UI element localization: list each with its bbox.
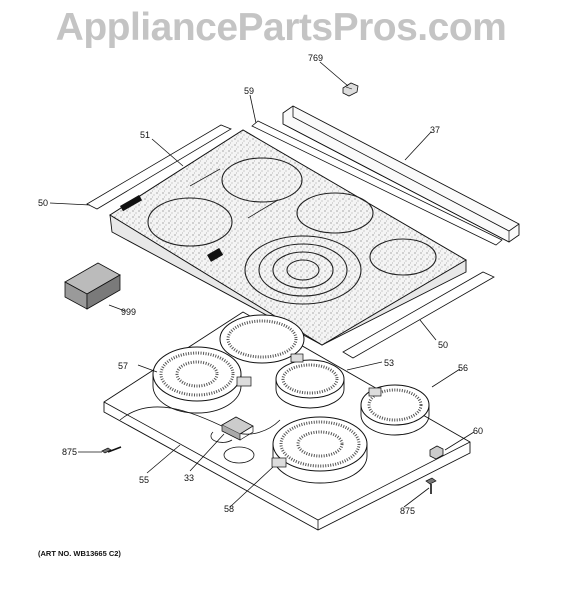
part-769-clip	[342, 82, 359, 97]
part-37-rear-trim	[282, 105, 520, 243]
part-57-burner-element	[152, 314, 305, 414]
callout-999: 999	[121, 307, 136, 317]
art-number: (ART NO. WB13665 C2)	[38, 549, 121, 558]
callout-60: 60	[473, 426, 483, 436]
callout-58: 58	[224, 504, 234, 514]
part-53-burner-element	[275, 353, 345, 409]
part-875-screw-left	[101, 446, 122, 454]
callout-57: 57	[118, 361, 128, 371]
leader-lines	[49, 61, 475, 508]
watermark-text: AppliancePartsPros.com	[55, 6, 507, 49]
part-60-bracket	[429, 445, 444, 460]
glass-cooktop	[109, 129, 467, 346]
part-999-box	[64, 262, 121, 310]
brand-badge	[119, 195, 143, 212]
callout-53: 53	[384, 358, 394, 368]
part-50-seal-strip-front	[342, 271, 495, 359]
part-51-seal-strip	[86, 124, 232, 210]
callout-55: 55	[139, 475, 149, 485]
callout-50-right: 50	[438, 340, 448, 350]
part-58-burner-element	[271, 416, 368, 484]
part-56-burner-element	[360, 384, 430, 436]
callout-51: 51	[140, 130, 150, 140]
callout-875-left: 875	[62, 447, 77, 457]
callout-875-right: 875	[400, 506, 415, 516]
callout-59: 59	[244, 86, 254, 96]
part-875-screw-right	[425, 477, 437, 494]
callout-33: 33	[184, 473, 194, 483]
part-33-switch	[210, 416, 254, 443]
callout-769: 769	[308, 53, 323, 63]
indicator-square	[206, 248, 224, 262]
callout-50-left: 50	[38, 198, 48, 208]
callout-56: 56	[458, 363, 468, 373]
callout-37: 37	[430, 125, 440, 135]
